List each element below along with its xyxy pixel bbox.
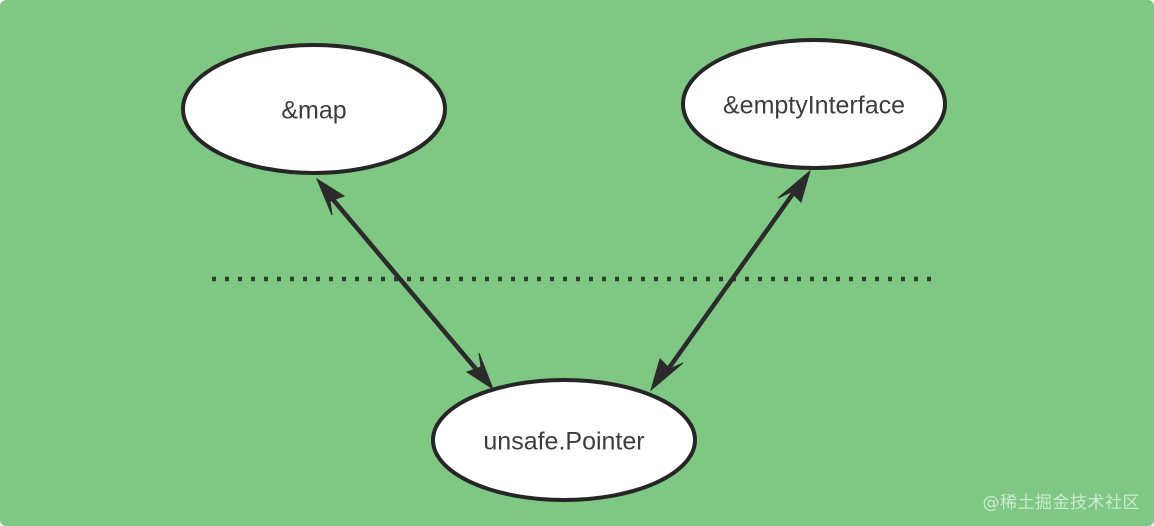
node-empty-interface[interactable]: &emptyInterface: [681, 38, 947, 170]
arrow-head-to-map-icon: [315, 177, 346, 216]
arrow-head-to-emptyinterface-icon: [777, 169, 811, 203]
arrow-head-to-unsafe-pointer-left-icon: [465, 352, 495, 391]
node-unsafe-pointer-shape[interactable]: [431, 378, 697, 502]
node-map[interactable]: &map: [181, 43, 447, 175]
edge-emptyinterface-unsafe-pointer: [650, 169, 811, 392]
watermark-text: @稀土掘金技术社区: [982, 493, 1140, 513]
node-map-shape[interactable]: [181, 43, 447, 175]
node-empty-interface-label: &emptyInterface: [723, 92, 905, 120]
edge-emptyinterface-pointer-line: [662, 186, 799, 377]
edge-map-pointer-line: [328, 194, 483, 377]
node-map-label: &map: [281, 97, 346, 125]
edge-map-unsafe-pointer: [315, 177, 495, 391]
node-unsafe-pointer[interactable]: unsafe.Pointer: [431, 378, 697, 502]
node-empty-interface-shape[interactable]: [681, 38, 947, 170]
arrow-head-to-unsafe-pointer-right-icon: [650, 358, 684, 392]
node-unsafe-pointer-label: unsafe.Pointer: [483, 428, 644, 456]
